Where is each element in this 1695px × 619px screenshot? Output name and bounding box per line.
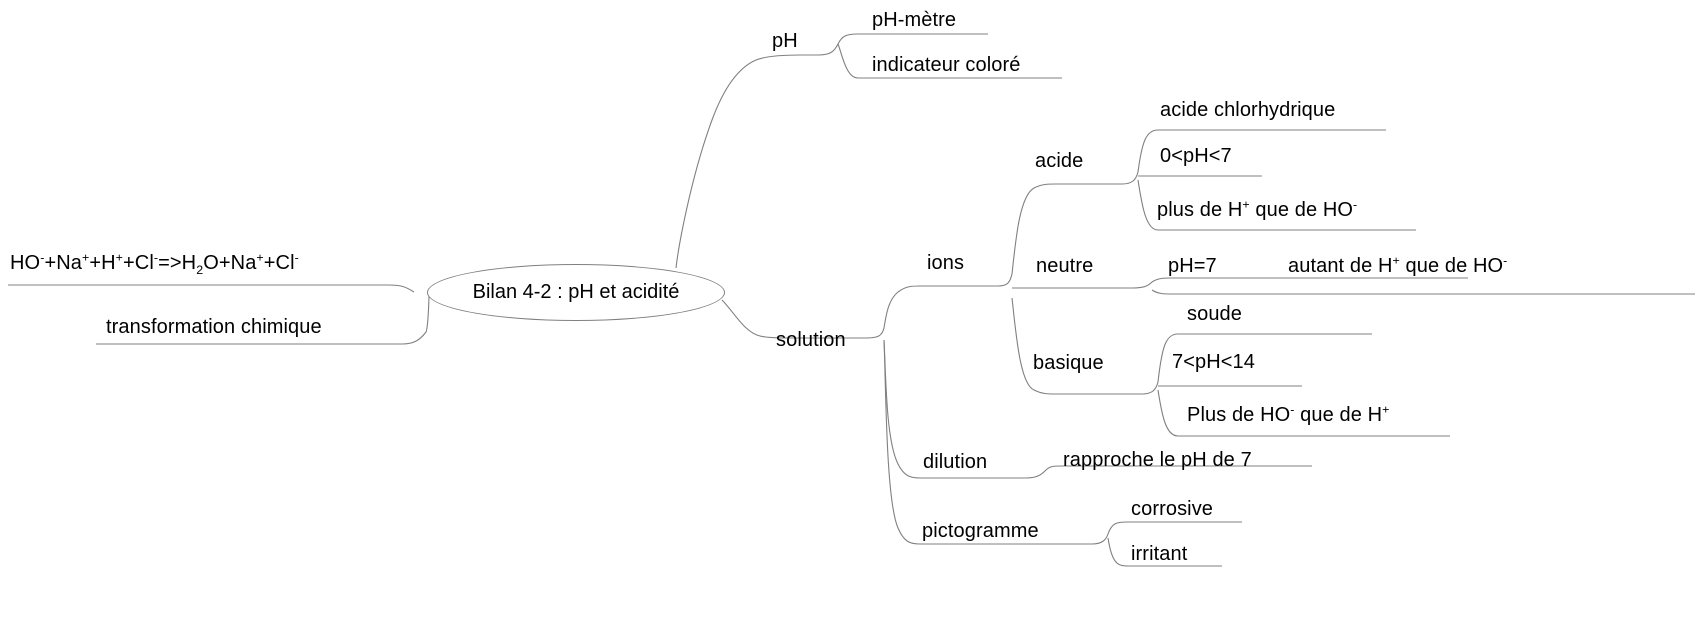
edge-basique-stem xyxy=(1128,381,1159,395)
edge-ph-metre xyxy=(837,33,988,45)
neutre-ion-balance-text: autant de H+ que de HO- xyxy=(1288,253,1508,277)
edge-ions xyxy=(883,285,986,329)
node-neutre[interactable]: neutre xyxy=(1036,255,1094,277)
node-dilution-effect[interactable]: rapproche le pH de 7 xyxy=(1063,449,1252,471)
equation-text: HO-+Na++H++Cl-=>H2O+Na++Cl- xyxy=(10,250,299,277)
node-indicateur-colore[interactable]: indicateur coloré xyxy=(872,54,1021,76)
node-basique-ion-balance[interactable]: Plus de HO- que de H+ xyxy=(1187,402,1390,426)
edge-acide-stem xyxy=(1108,171,1139,185)
edge-basique xyxy=(1011,297,1128,395)
node-equation[interactable]: HO-+Na++H++Cl-=>H2O+Na++Cl- xyxy=(10,250,299,277)
node-acide-ph-range[interactable]: 0<pH<7 xyxy=(1160,145,1232,167)
acide-ion-balance-text: plus de H+ que de HO- xyxy=(1157,197,1358,221)
edge-solution-stem xyxy=(865,327,885,339)
node-ions[interactable]: ions xyxy=(927,252,965,274)
edge-neutre-ions xyxy=(1151,289,1695,295)
node-acide[interactable]: acide xyxy=(1035,150,1084,172)
edge-pictogramme-stem xyxy=(1078,533,1109,545)
center-node-label: Bilan 4-2 : pH et acidité xyxy=(472,281,680,303)
node-corrosive[interactable]: corrosive xyxy=(1131,498,1214,520)
node-acide-ion-balance[interactable]: plus de H+ que de HO- xyxy=(1157,197,1358,221)
basique-ion-balance-text: Plus de HO- que de H+ xyxy=(1187,402,1390,426)
center-node[interactable]: Bilan 4-2 : pH et acidité xyxy=(427,264,725,321)
node-pictogramme[interactable]: pictogramme xyxy=(922,520,1039,542)
node-acide-chlorhydrique[interactable]: acide chlorhydrique xyxy=(1160,99,1336,121)
edge-corrosive xyxy=(1107,521,1242,535)
node-dilution[interactable]: dilution xyxy=(923,451,988,473)
node-ph[interactable]: pH xyxy=(772,30,798,52)
edge-ph-stem xyxy=(800,43,839,56)
edge-equation xyxy=(8,284,415,293)
node-basique[interactable]: basique xyxy=(1033,352,1104,374)
node-solution[interactable]: solution xyxy=(776,329,846,351)
node-soude[interactable]: soude xyxy=(1187,303,1242,325)
node-transformation-chimique[interactable]: transformation chimique xyxy=(106,316,322,338)
edge-neutre-stem xyxy=(1118,281,1153,289)
edge-ph-main xyxy=(675,54,801,269)
node-basique-ph-range[interactable]: 7<pH<14 xyxy=(1172,351,1255,373)
node-irritant[interactable]: irritant xyxy=(1131,543,1188,565)
node-ph-metre[interactable]: pH-mètre xyxy=(872,9,957,31)
node-neutre-ph[interactable]: pH=7 xyxy=(1168,255,1217,277)
node-neutre-ion-balance[interactable]: autant de H+ que de HO- xyxy=(1288,253,1508,277)
edge-neutre-ph7 xyxy=(1151,277,1468,283)
edge-ions-stem xyxy=(986,273,1013,287)
